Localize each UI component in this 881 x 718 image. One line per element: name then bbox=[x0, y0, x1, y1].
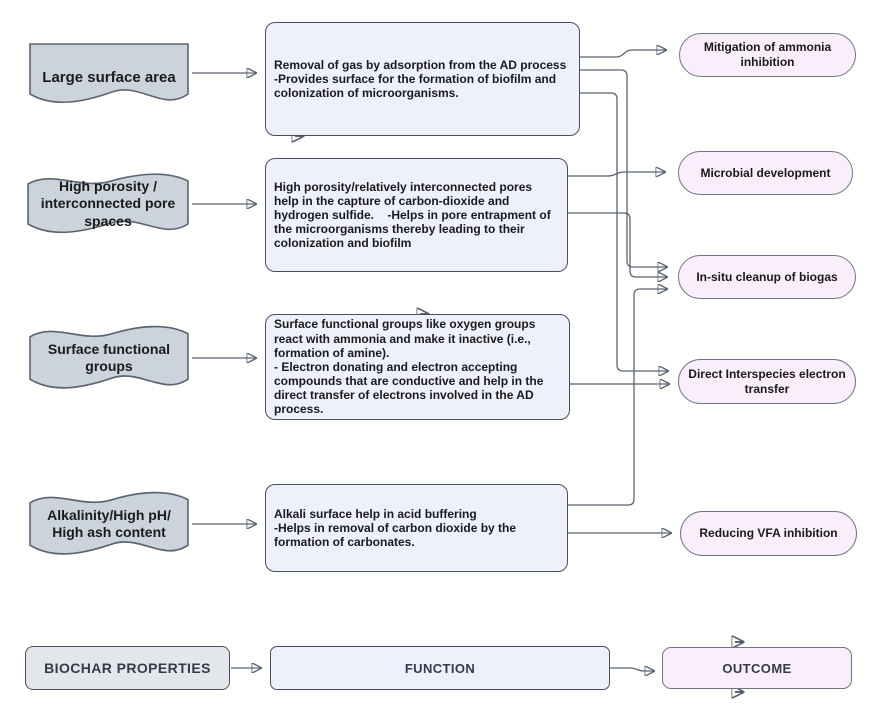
property-node-high-porosity: High porosity / interconnected pore spac… bbox=[26, 168, 190, 240]
outcome-node-vfa: Reducing VFA inhibition bbox=[680, 511, 857, 556]
legend-biochar-properties: BIOCHAR PROPERTIES bbox=[25, 646, 230, 690]
connector-function1-outcome3 bbox=[580, 69, 667, 267]
function-node-porosity: High porosity/relatively interconnected … bbox=[265, 158, 568, 272]
wave-shape bbox=[29, 325, 189, 389]
function-node-adsorption: Removal of gas by adsorption from the AD… bbox=[265, 22, 580, 136]
outcome-node-microbial: Microbial development bbox=[678, 151, 853, 195]
function-text: Alkali surface help in acid buffering -H… bbox=[274, 506, 517, 550]
legend-function-label: FUNCTION bbox=[404, 660, 476, 676]
property-node-alkalinity: Alkalinity/High pH/ High ash content bbox=[28, 486, 190, 562]
connector-function4-outcome3 bbox=[568, 289, 667, 506]
function-text: High porosity/relatively interconnected … bbox=[274, 179, 551, 251]
property-node-surface-functional-groups: Surface functional groups bbox=[28, 320, 190, 396]
outcome-label: Mitigation of ammonia inhibition bbox=[703, 40, 832, 69]
property-label: Large surface area bbox=[42, 68, 176, 86]
connector-legend-function-outcome bbox=[610, 668, 654, 671]
property-label: High porosity / interconnected pore spac… bbox=[40, 178, 176, 229]
legend-outcome: OUTCOME bbox=[662, 647, 852, 689]
connector-function2-outcome2 bbox=[568, 172, 665, 176]
wave-shape bbox=[29, 491, 189, 555]
outcome-node-biogas-cleanup: In-situ cleanup of biogas bbox=[678, 255, 856, 299]
legend-function: FUNCTION bbox=[270, 646, 610, 690]
wave-shape bbox=[27, 173, 189, 234]
outcome-label: Reducing VFA inhibition bbox=[699, 526, 838, 540]
legend-properties-label: BIOCHAR PROPERTIES bbox=[44, 660, 211, 676]
outcome-label: In-situ cleanup of biogas bbox=[696, 269, 838, 284]
function-text: Surface functional groups like oxygen gr… bbox=[274, 317, 544, 417]
function-node-alkali: Alkali surface help in acid buffering -H… bbox=[265, 484, 568, 572]
outcome-node-diet: Direct Interspecies electron transfer bbox=[678, 359, 856, 404]
connector-function2-outcome3 bbox=[568, 212, 667, 277]
document-shape bbox=[29, 43, 189, 104]
outcome-label: Microbial development bbox=[700, 165, 831, 180]
connector-function1-outcome4 bbox=[580, 92, 668, 371]
connector-function1-outcome1 bbox=[580, 50, 666, 58]
legend-outcome-label: OUTCOME bbox=[722, 660, 792, 676]
property-label: Surface functional groups bbox=[47, 340, 171, 374]
outcome-label: Direct Interspecies electron transfer bbox=[688, 366, 846, 396]
outcome-node-ammonia: Mitigation of ammonia inhibition bbox=[679, 33, 856, 77]
function-node-functional-groups: Surface functional groups like oxygen gr… bbox=[265, 314, 570, 420]
property-node-large-surface-area: Large surface area bbox=[28, 42, 190, 114]
function-text: Removal of gas by adsorption from the AD… bbox=[274, 57, 567, 101]
property-label: Alkalinity/High pH/ High ash content bbox=[47, 506, 171, 540]
